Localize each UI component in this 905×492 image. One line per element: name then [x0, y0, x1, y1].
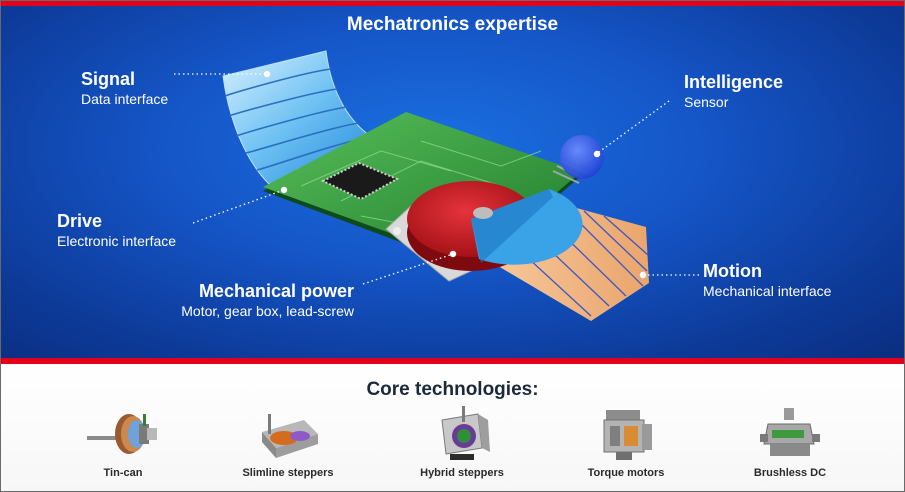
- product-tin-can: Tin-can: [48, 404, 198, 479]
- label-mechanical-power: Mechanical power Motor, gear box, lead-s…: [181, 281, 354, 320]
- label-signal-heading: Signal: [81, 69, 136, 89]
- leader-lines: [174, 70, 699, 285]
- torque-motor-icon: [603, 410, 652, 460]
- microchip-icon: [320, 161, 400, 201]
- product-hybrid-steppers-label: Hybrid steppers: [420, 467, 504, 479]
- label-motion-sub: Mechanical interface: [703, 283, 832, 299]
- label-intelligence: Intelligence Sensor: [684, 72, 783, 111]
- motor-disc: [385, 181, 583, 282]
- slimline-stepper-icon: [262, 414, 318, 458]
- panel-title: Mechatronics expertise: [346, 14, 559, 35]
- label-mechanical-power-heading: Mechanical power: [198, 281, 354, 301]
- mid-accent-bar: [1, 358, 904, 364]
- label-motion-heading: Motion: [703, 261, 762, 281]
- product-slimline-steppers-label: Slimline steppers: [242, 467, 334, 479]
- label-intelligence-heading: Intelligence: [684, 72, 784, 92]
- product-torque-motors-label: Torque motors: [587, 467, 665, 479]
- product-tin-can-label: Tin-can: [103, 467, 143, 479]
- label-motion: Motion Mechanical interface: [703, 261, 831, 300]
- product-torque-motors: Torque motors: [551, 404, 701, 479]
- tin-can-motor-icon: [87, 414, 157, 454]
- label-mechanical-power-sub: Motor, gear box, lead-screw: [181, 303, 354, 319]
- brushless-dc-motor-icon: [760, 408, 820, 456]
- top-accent-bar: [1, 1, 904, 6]
- product-brushless-dc: Brushless DC: [715, 404, 865, 479]
- label-drive-sub: Electronic interface: [57, 233, 177, 249]
- core-technologies-title: Core technologies:: [366, 379, 539, 400]
- mechatronics-panel: Mechatronics expertise: [1, 6, 904, 358]
- sensor-sphere: [560, 135, 604, 179]
- mechatronics-illustration: [174, 50, 699, 321]
- hybrid-stepper-icon: [441, 406, 490, 460]
- product-slimline-steppers: Slimline steppers: [213, 404, 363, 479]
- product-brushless-dc-label: Brushless DC: [753, 467, 827, 479]
- label-drive: Drive Electronic interface: [57, 211, 176, 250]
- label-signal: Signal Data interface: [81, 69, 168, 108]
- product-hybrid-steppers: Hybrid steppers: [387, 404, 537, 479]
- label-drive-heading: Drive: [57, 211, 103, 231]
- label-signal-sub: Data interface: [81, 91, 169, 107]
- label-intelligence-sub: Sensor: [684, 94, 729, 110]
